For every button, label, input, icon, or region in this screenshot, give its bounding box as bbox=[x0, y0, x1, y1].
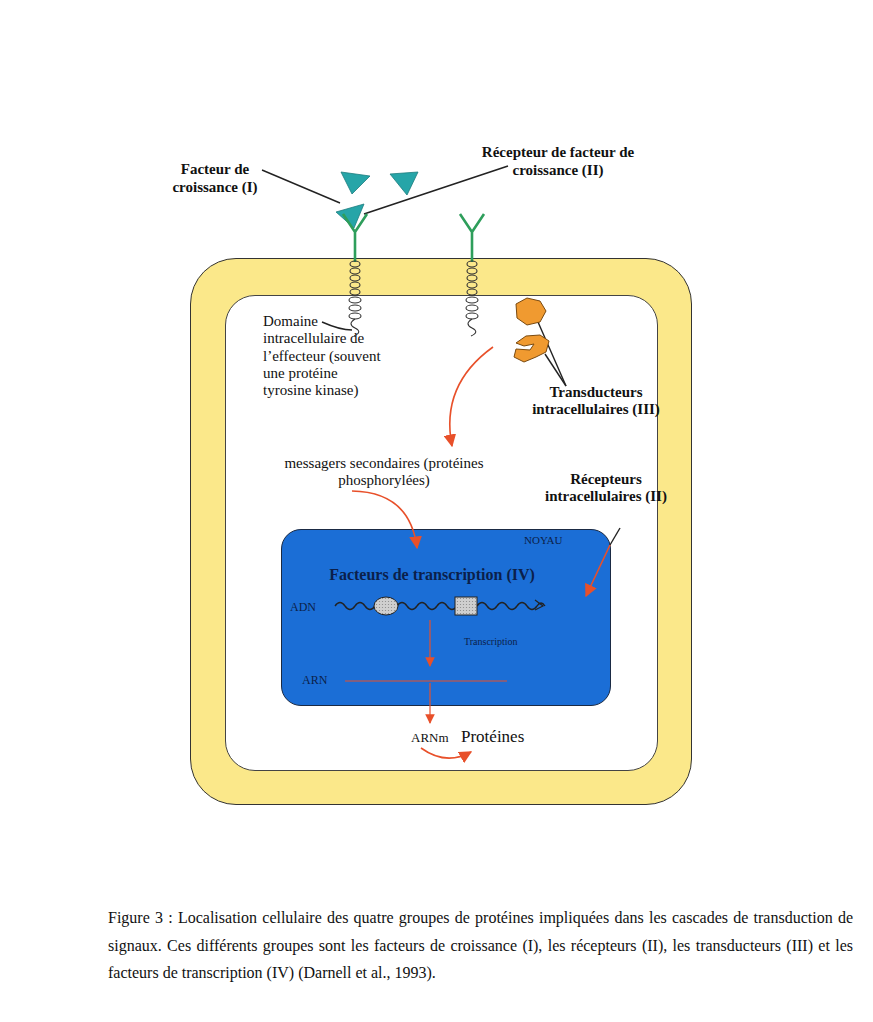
dna-label: ADN bbox=[290, 601, 340, 615]
second-messenger-label: messagers secondaires (protéines phospho… bbox=[279, 455, 489, 490]
transducer-label: Transducteurs intracellulaires (III) bbox=[531, 384, 661, 419]
protein-label: Protéines bbox=[461, 727, 561, 747]
growth-factor-label: Facteur de croissance (I) bbox=[170, 160, 260, 196]
transcription-factor-label: Facteurs de transcription (IV) bbox=[302, 566, 562, 584]
rna-label: ARN bbox=[302, 674, 352, 688]
intracellular-receptor-label: Récepteurs intracellulaires (II) bbox=[541, 471, 671, 506]
nucleus-box: NOYAU Facteurs de transcription (IV) ADN Tr… bbox=[281, 529, 611, 706]
nucleus-title: NOYAU bbox=[524, 534, 594, 547]
receptor-label: Récepteur de facteur de croissance (II) bbox=[478, 143, 638, 179]
growth-factor-triangles bbox=[336, 172, 418, 228]
cell-membrane: Domaine intracellulaire de l’effecteur (… bbox=[190, 258, 692, 805]
effector-domain-label: Domaine intracellulaire de l’effecteur (… bbox=[263, 313, 383, 399]
transcription-label: Transcription bbox=[464, 636, 564, 648]
receptor-symbols bbox=[343, 214, 484, 262]
figure-caption: Figure 3 : Localisation cellulaire des q… bbox=[108, 904, 853, 987]
